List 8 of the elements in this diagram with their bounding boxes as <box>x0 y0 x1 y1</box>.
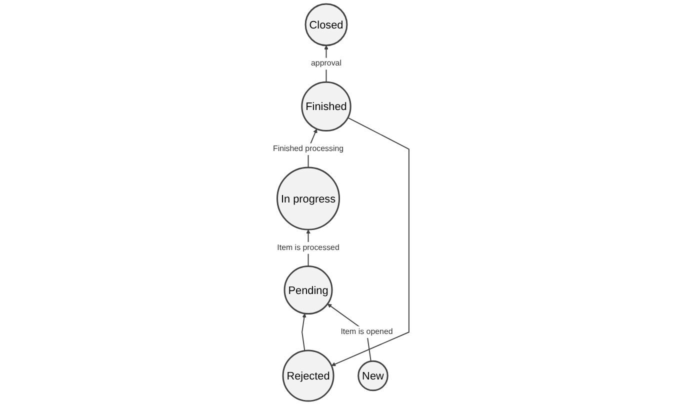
node-circle: Rejected <box>282 350 334 402</box>
node-circle: New <box>357 360 388 392</box>
node-circle: Pending <box>283 266 332 315</box>
node-circle: Finished <box>300 81 351 132</box>
node-circle: Closed <box>304 3 348 46</box>
node-circle: In progress <box>276 166 340 230</box>
arrow <box>330 117 409 366</box>
arrow <box>301 313 306 352</box>
